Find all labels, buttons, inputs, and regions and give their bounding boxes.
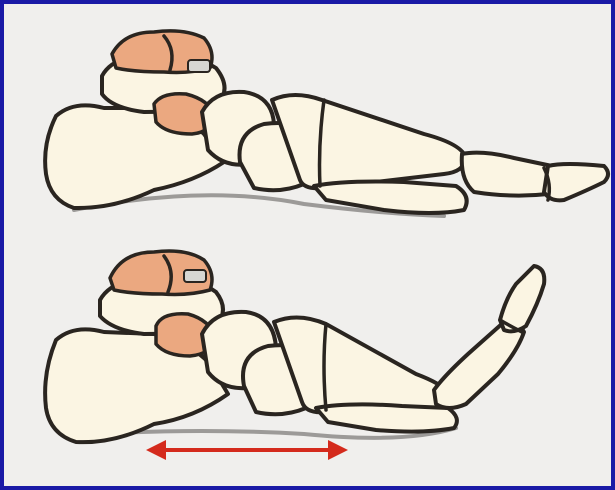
foot-toes-raised (45, 251, 544, 442)
metatarsal-bone (272, 95, 466, 188)
distal-phalanx (500, 266, 544, 331)
cartilage-patch (188, 60, 210, 72)
foot-skeleton-illustration (4, 4, 611, 486)
metatarsal-bone (274, 317, 452, 414)
cartilage-patch (184, 270, 206, 282)
proximal-phalanx (462, 153, 555, 196)
metatarsal-bone-lower (316, 404, 457, 431)
distal-phalanx (544, 164, 608, 200)
bone-seam (324, 324, 326, 410)
foot-relaxed (45, 31, 608, 216)
figure-frame (4, 4, 611, 486)
proximal-phalanx (434, 322, 524, 408)
